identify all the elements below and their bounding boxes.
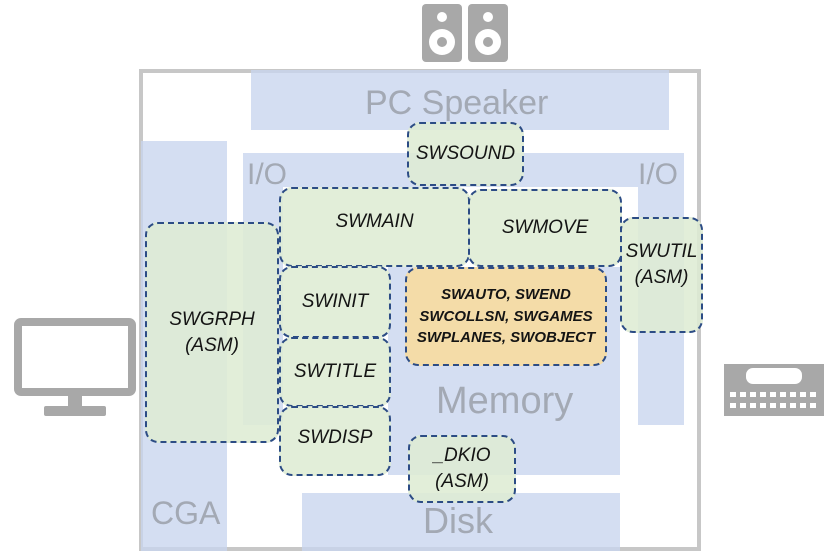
monitor-icon [14,318,136,416]
module-swutil-line-1: SWUTIL [625,241,698,263]
module-game-objects: SWAUTO, SWEND SWCOLLSN, SWGAMES SWPLANES… [405,267,607,366]
cga-label: CGA [151,495,221,531]
module-swinit: SWINIT [279,266,391,338]
module-swsound-line: SWSOUND [415,143,516,165]
module-game-objects-line-1: SWAUTO, SWEND [441,285,571,303]
speaker-icon [422,4,508,62]
module-swdisp: SWDISP [279,406,391,476]
module-swutil: SWUTIL (ASM) [620,217,703,333]
module-game-objects-line-3: SWPLANES, SWOBJECT [416,329,596,347]
module-swdisp-line: SWDISP [297,427,373,449]
module-swsound: SWSOUND [407,122,524,186]
io-right-label: I/O [638,158,679,191]
memory-label: Memory [436,380,574,422]
module-swmain-line: SWMAIN [335,211,414,233]
module-swgrph-line-2: (ASM) [185,334,239,356]
module-swinit-line: SWINIT [301,291,369,313]
module-swmain: SWMAIN [279,187,470,267]
disk-label: Disk [423,500,493,541]
module-swmove: SWMOVE [468,189,622,267]
module-swtitle: SWTITLE [279,337,391,407]
module-swmove-line: SWMOVE [501,217,589,239]
module-swgrph-line-1: SWGRPH [169,308,255,330]
pc-speaker-label: PC Speaker [365,84,549,122]
module-swtitle-line: SWTITLE [293,361,377,383]
module-dkio: _DKIO (ASM) [408,435,516,503]
pc-speaker-zone [251,70,669,130]
module-swutil-line-2: (ASM) [634,267,689,288]
io-left-label: I/O [247,158,288,191]
module-game-objects-line-2: SWCOLLSN, SWGAMES [419,307,593,325]
keyboard-icon [724,364,824,416]
module-swgrph: SWGRPH (ASM) [145,222,279,443]
module-dkio-line-2: (ASM) [435,471,489,492]
module-dkio-line-1: _DKIO [433,445,491,467]
